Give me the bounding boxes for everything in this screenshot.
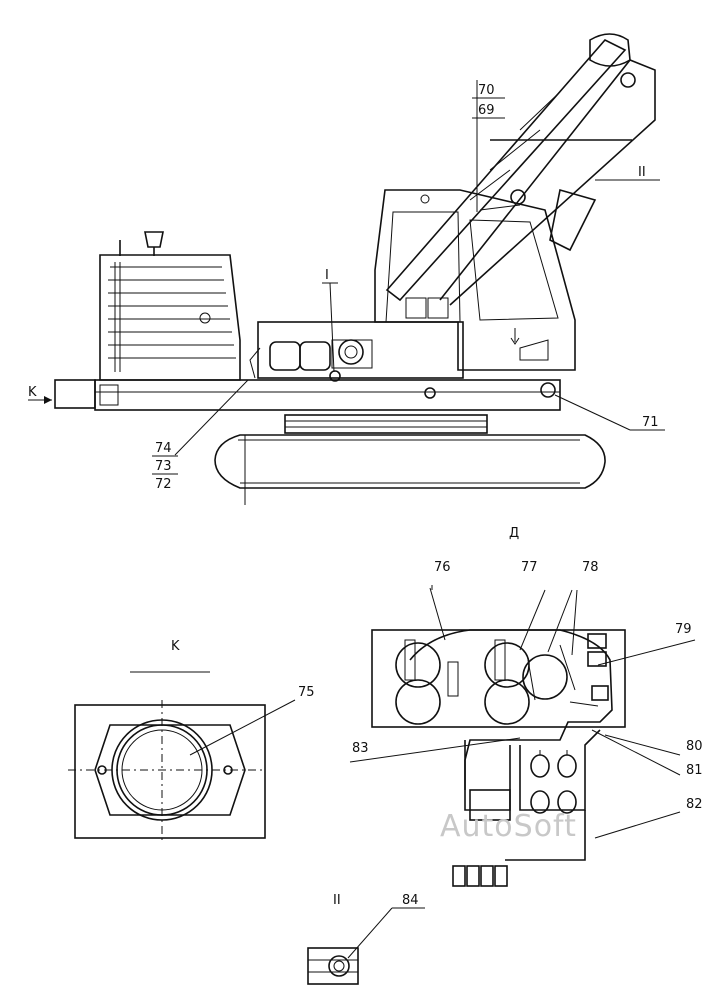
callout-81: 81 bbox=[686, 763, 703, 778]
view-D-title: Д bbox=[509, 526, 519, 541]
callout-79: 79 bbox=[675, 622, 692, 637]
crawler-track bbox=[214, 414, 606, 505]
view-D-piping bbox=[349, 585, 696, 887]
callout-83: 83 bbox=[352, 741, 369, 756]
excavator-side-view bbox=[28, 33, 665, 505]
callout-80: 80 bbox=[686, 739, 703, 754]
operator-cab bbox=[374, 189, 576, 371]
callout-82: 82 bbox=[686, 797, 703, 812]
engine-hood bbox=[99, 231, 241, 406]
callout-78: 78 bbox=[582, 560, 599, 575]
callout-II: II bbox=[638, 165, 646, 180]
callout-69: 69 bbox=[478, 103, 495, 118]
view-II-title: II bbox=[333, 893, 341, 908]
callout-77: 77 bbox=[521, 560, 538, 575]
callout-leaders bbox=[28, 80, 665, 456]
callout-72: 72 bbox=[155, 477, 172, 492]
view-K-flange bbox=[68, 671, 296, 842]
view-K-title: K bbox=[171, 639, 180, 654]
machine-frame bbox=[54, 321, 561, 411]
callout-K-arrow: K bbox=[28, 385, 37, 400]
callout-73: 73 bbox=[155, 459, 172, 474]
callout-84: 84 bbox=[402, 893, 419, 908]
callout-76: 76 bbox=[434, 560, 451, 575]
callout-75: 75 bbox=[298, 685, 315, 700]
boom bbox=[385, 33, 656, 306]
watermark-text: AutoSoft bbox=[440, 809, 577, 844]
callout-74: 74 bbox=[155, 441, 172, 456]
callout-70: 70 bbox=[478, 83, 495, 98]
callout-71: 71 bbox=[642, 415, 659, 430]
view-II-detail bbox=[307, 907, 425, 985]
callout-I: I bbox=[325, 268, 329, 283]
